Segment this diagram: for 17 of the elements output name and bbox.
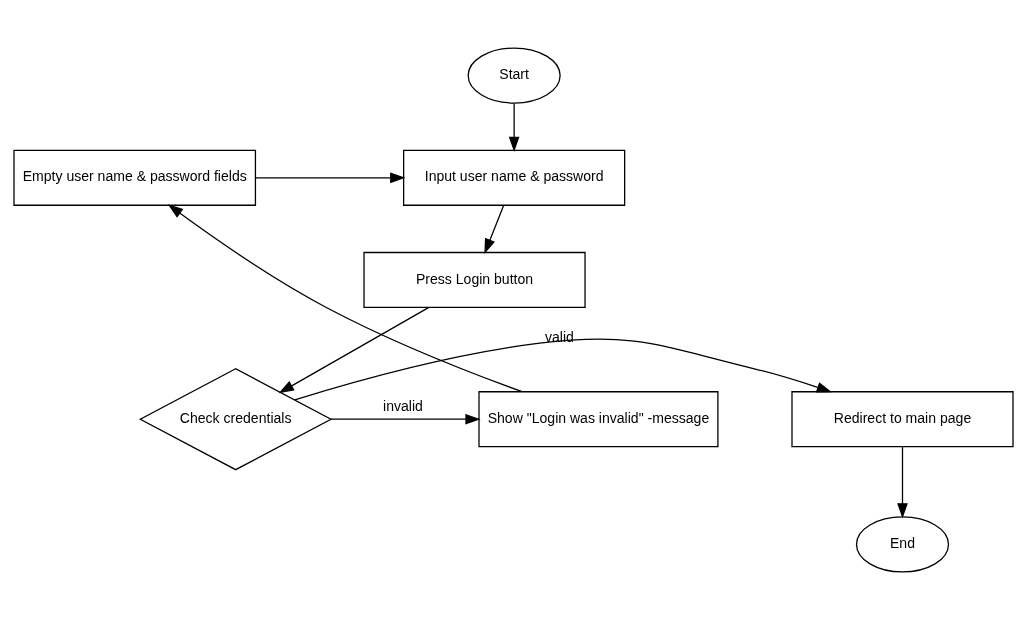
node-ellipse: End xyxy=(855,516,950,573)
edge-label: invalid xyxy=(383,398,423,415)
node-box: Press Login button xyxy=(363,251,586,309)
node-box: Input user name & password xyxy=(403,149,626,206)
node-box: Show "Login was invalid" -message xyxy=(478,391,719,448)
node-diamond: Check credentials xyxy=(138,368,333,471)
arrow xyxy=(508,102,520,152)
arrow xyxy=(484,205,505,255)
arrow xyxy=(278,306,430,394)
arrow xyxy=(330,413,481,425)
node-box: Empty user name & password fields xyxy=(13,149,257,206)
node-ellipse: Start xyxy=(467,47,561,104)
arrow xyxy=(254,172,406,184)
arrow xyxy=(167,204,523,393)
arrow xyxy=(897,446,908,519)
arrow xyxy=(294,338,832,401)
node-box: Redirect to main page xyxy=(791,391,1014,448)
